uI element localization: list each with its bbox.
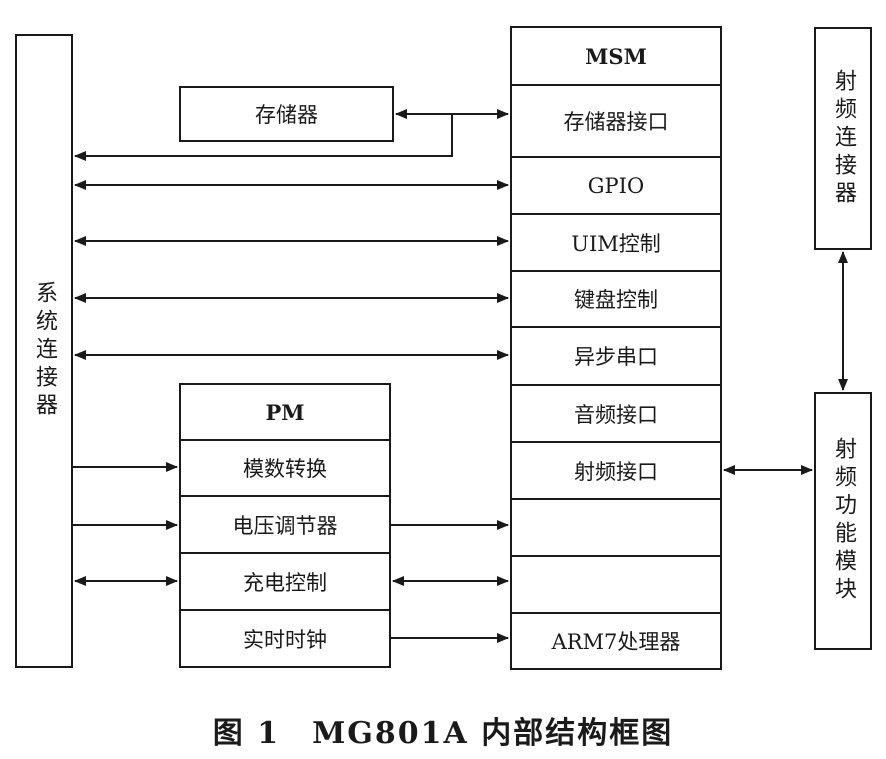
memory-box: 存储器 <box>179 86 394 142</box>
pm-row-rtc: 实时时钟 <box>179 609 391 668</box>
figure-caption: 图 1 MG801A 内部结构框图 <box>212 716 674 751</box>
msm-row-gpio: GPIO <box>510 156 722 215</box>
rf-connector-label: 射频连接器 <box>831 68 856 209</box>
msm-row-audio-interface: 音频接口 <box>510 384 722 443</box>
msm-title: MSM <box>510 26 722 86</box>
msm-row-rf-interface: 射频接口 <box>510 441 722 500</box>
msm-row-async-serial: 异步串口 <box>510 326 722 386</box>
system-connector-label: 系统连接器 <box>32 281 57 421</box>
rf-connector-box: 射频连接器 <box>814 27 872 250</box>
msm-row-arm7: ARM7处理器 <box>510 612 722 670</box>
system-connector-box: 系统连接器 <box>15 34 73 668</box>
msm-row-empty-2 <box>510 555 722 614</box>
arrow-memory-bus-to-system <box>74 114 453 161</box>
pm-title: PM <box>179 383 391 441</box>
rf-module-label: 射频功能模块 <box>831 437 856 605</box>
rf-module-box: 射频功能模块 <box>814 392 872 650</box>
msm-row-keyboard-control: 键盘控制 <box>510 270 722 328</box>
msm-row-uim-control: UIM控制 <box>510 213 722 272</box>
memory-label: 存储器 <box>255 103 318 127</box>
msm-row-memory-interface: 存储器接口 <box>510 84 722 158</box>
pm-row-voltage-regulator: 电压调节器 <box>179 495 391 554</box>
